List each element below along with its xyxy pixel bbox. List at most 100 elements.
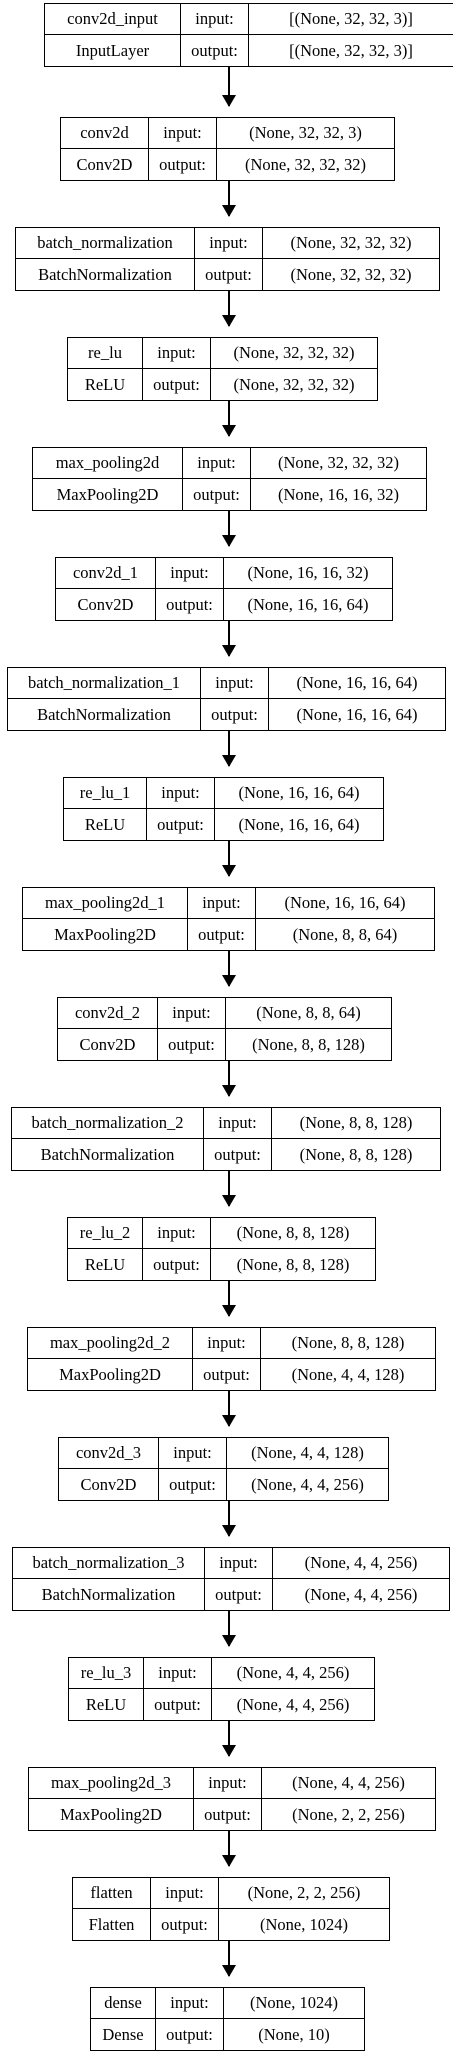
layer-class: ReLU bbox=[68, 1249, 143, 1280]
layer-class: Flatten bbox=[73, 1909, 151, 1940]
connection-arrow bbox=[222, 841, 236, 877]
output-shape: (None, 4, 4, 256) bbox=[304, 1584, 418, 1604]
output-label: output: bbox=[183, 479, 251, 510]
input-label: input: bbox=[201, 668, 269, 699]
layer-name: batch_normalization_2 bbox=[12, 1108, 204, 1139]
layer-name: conv2d_2 bbox=[58, 998, 158, 1029]
input-label: input: bbox=[158, 998, 226, 1029]
output-label: output: bbox=[204, 1139, 272, 1170]
output-shape: [(None, 32, 32, 3)] bbox=[289, 40, 413, 60]
layer-class: Conv2D bbox=[59, 1469, 159, 1500]
connection-arrow bbox=[222, 1501, 236, 1537]
layer-name: conv2d_3 bbox=[59, 1438, 159, 1469]
layer-name: conv2d_input bbox=[45, 4, 181, 35]
layer-name: conv2d bbox=[61, 118, 149, 149]
input-shape: (None, 8, 8, 128) bbox=[211, 1218, 375, 1249]
output-shape: (None, 32, 32, 32) bbox=[290, 264, 412, 284]
output-shape: (None, 16, 16, 64) bbox=[296, 704, 418, 724]
output-label: output: bbox=[158, 1029, 226, 1060]
layer-class: Dense bbox=[91, 2019, 156, 2050]
layer-class: InputLayer bbox=[45, 35, 181, 66]
connection-arrow bbox=[222, 1391, 236, 1427]
layer-class: BatchNormalization bbox=[12, 1139, 204, 1170]
layer-class: MaxPooling2D bbox=[29, 1799, 194, 1830]
output-label: output: bbox=[181, 35, 249, 66]
layer-class: ReLU bbox=[68, 369, 143, 400]
layer-name: flatten bbox=[73, 1878, 151, 1909]
input-shape: (None, 32, 32, 32) bbox=[263, 228, 439, 259]
input-label: input: bbox=[188, 888, 256, 919]
output-label: output: bbox=[195, 259, 263, 290]
output-label: output: bbox=[159, 1469, 227, 1500]
layer-name: max_pooling2d_2 bbox=[28, 1328, 193, 1359]
layer-name: max_pooling2d bbox=[33, 448, 183, 479]
connection-arrow bbox=[222, 291, 236, 327]
layer-class: MaxPooling2D bbox=[23, 919, 188, 950]
output-label: output: bbox=[201, 699, 269, 730]
layer-class: BatchNormalization bbox=[16, 259, 195, 290]
layer-class: Conv2D bbox=[58, 1029, 158, 1060]
input-shape: (None, 4, 4, 256) bbox=[262, 1768, 435, 1799]
layer-name: conv2d_1 bbox=[56, 558, 156, 589]
connection-arrow bbox=[222, 67, 236, 107]
input-label: input: bbox=[143, 1218, 211, 1249]
output-shape: (None, 2, 2, 256) bbox=[292, 1804, 405, 1824]
output-label: output: bbox=[147, 809, 215, 840]
input-shape: (None, 1024) bbox=[224, 1988, 364, 2019]
layer-name: re_lu_1 bbox=[64, 778, 147, 809]
input-label: input: bbox=[147, 778, 215, 809]
input-label: input: bbox=[204, 1108, 272, 1139]
output-label: output: bbox=[149, 149, 217, 180]
input-shape: (None, 16, 16, 64) bbox=[215, 778, 383, 809]
output-shape: (None, 8, 8, 128) bbox=[236, 1254, 350, 1274]
connection-arrow bbox=[222, 181, 236, 217]
layer-class: ReLU bbox=[69, 1689, 144, 1720]
input-shape: (None, 4, 4, 256) bbox=[212, 1658, 374, 1689]
input-label: input: bbox=[151, 1878, 219, 1909]
output-label: output: bbox=[144, 1689, 212, 1720]
output-label: output: bbox=[205, 1579, 273, 1610]
output-shape: (None, 32, 32, 32) bbox=[245, 154, 366, 174]
input-label: input: bbox=[143, 338, 211, 369]
layer-name: re_lu bbox=[68, 338, 143, 369]
input-label: input: bbox=[144, 1658, 212, 1689]
input-shape: (None, 4, 4, 256) bbox=[273, 1548, 449, 1579]
input-shape: (None, 16, 16, 64) bbox=[256, 888, 434, 919]
output-shape: (None, 4, 4, 256) bbox=[251, 1474, 364, 1494]
output-shape: (None, 10) bbox=[258, 2024, 330, 2044]
input-label: input: bbox=[156, 1988, 224, 2019]
output-label: output: bbox=[188, 919, 256, 950]
output-shape: (None, 8, 8, 64) bbox=[292, 924, 398, 944]
layer-name: batch_normalization_3 bbox=[13, 1548, 205, 1579]
input-label: input: bbox=[159, 1438, 227, 1469]
output-label: output: bbox=[151, 1909, 219, 1940]
output-shape: (None, 4, 4, 256) bbox=[236, 1694, 350, 1714]
layer-class: BatchNormalization bbox=[8, 699, 201, 730]
layer-name: batch_normalization bbox=[16, 228, 195, 259]
output-label: output: bbox=[143, 369, 211, 400]
output-shape: (None, 16, 16, 64) bbox=[238, 814, 360, 834]
input-label: input: bbox=[149, 118, 217, 149]
input-label: input: bbox=[205, 1548, 273, 1579]
input-shape: (None, 32, 32, 32) bbox=[211, 338, 377, 369]
output-label: output: bbox=[193, 1359, 261, 1390]
input-shape: (None, 8, 8, 128) bbox=[261, 1328, 435, 1359]
connection-arrow bbox=[222, 951, 236, 987]
layer-class: MaxPooling2D bbox=[28, 1359, 193, 1390]
output-shape: (None, 8, 8, 128) bbox=[252, 1034, 365, 1054]
input-shape: (None, 8, 8, 128) bbox=[272, 1108, 440, 1139]
connection-arrow bbox=[222, 1171, 236, 1207]
layer-name: batch_normalization_1 bbox=[8, 668, 201, 699]
